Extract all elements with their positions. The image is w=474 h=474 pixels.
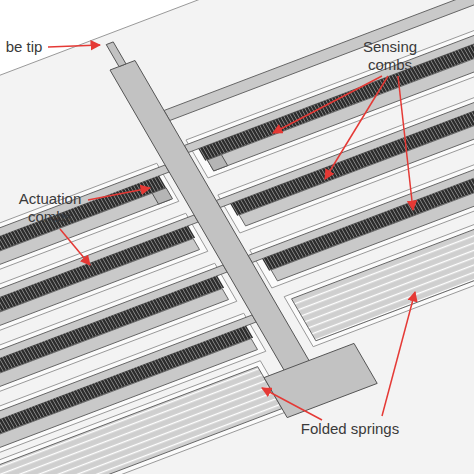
probe-tip — [106, 42, 126, 67]
bottom-pad — [264, 343, 377, 417]
leader-arrow — [60, 229, 90, 265]
callout-label: Sensing combs — [345, 38, 435, 74]
leader-arrow — [382, 292, 415, 416]
callout-label: be tip — [0, 38, 48, 56]
spring-trench — [284, 137, 474, 347]
folded-spring — [292, 141, 474, 341]
leader-arrow — [262, 388, 322, 420]
anchor — [152, 188, 172, 204]
central-shuttle — [110, 61, 312, 376]
callout-label: Folded springs — [300, 420, 400, 438]
leader-arrow — [48, 45, 100, 47]
callout-label: Actuation combs — [8, 190, 92, 226]
leader-arrow — [88, 188, 150, 200]
spring-trench — [0, 361, 289, 474]
leader-arrows — [48, 45, 415, 420]
leader-arrow — [273, 76, 382, 133]
leader-arrow — [398, 76, 413, 210]
leader-arrow — [325, 76, 388, 179]
anchor — [207, 155, 227, 171]
folded-spring — [0, 367, 282, 474]
